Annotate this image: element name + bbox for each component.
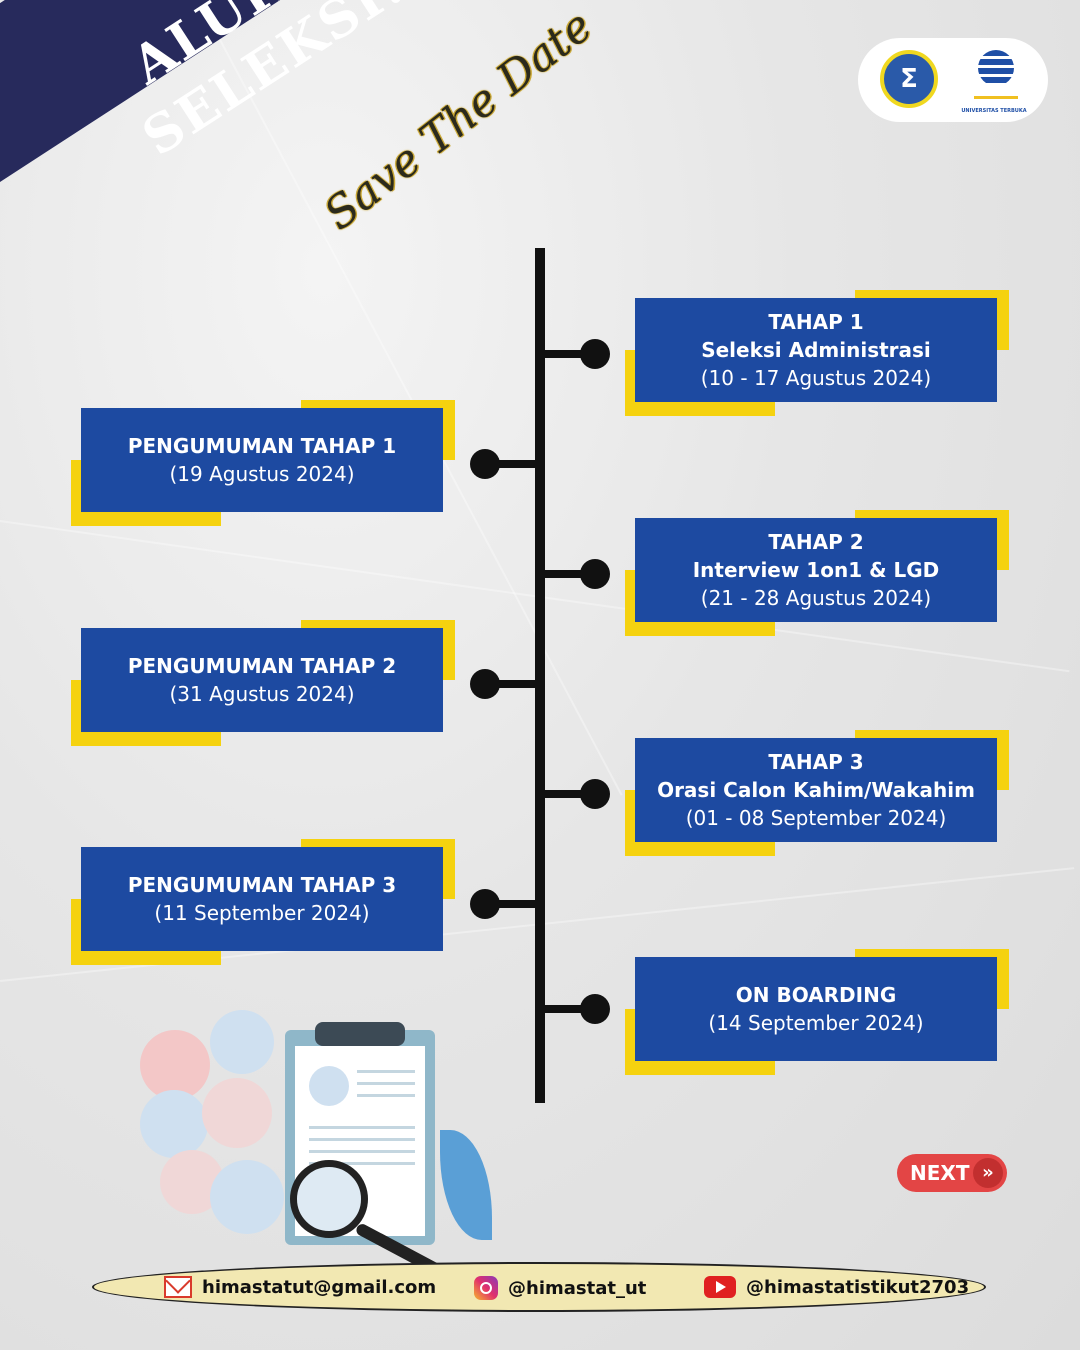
stage-subtitle: Seleksi Administrasi (701, 338, 931, 362)
timeline-node (470, 449, 500, 479)
ut-logo-label: UNIVERSITAS TERBUKA (961, 108, 1027, 114)
save-the-date-script: Save The Date (315, 0, 602, 241)
stage-date: (10 - 17 Agustus 2024) (700, 366, 932, 390)
person-avatar (140, 1030, 210, 1100)
timeline-node (580, 559, 610, 589)
next-button[interactable]: NEXT » (897, 1154, 1007, 1192)
contact-footer: himastatut@gmail.com @himastat_ut @himas… (92, 1262, 986, 1312)
stage-card-on-boarding: ON BOARDING (14 September 2024) (625, 949, 1009, 1075)
person-avatar (210, 1010, 274, 1074)
magnifier-icon (290, 1160, 368, 1238)
person-avatar (210, 1160, 284, 1234)
timeline-branch (540, 790, 595, 798)
email-contact[interactable]: himastatut@gmail.com (164, 1276, 436, 1298)
stage-title: TAHAP 1 (768, 310, 864, 334)
stage-title: TAHAP 3 (768, 750, 864, 774)
stage-title: TAHAP 2 (768, 530, 864, 554)
timeline-node (580, 994, 610, 1024)
stage-card-tahap-3: TAHAP 3 Orasi Calon Kahim/Wakahim (01 - … (625, 730, 1009, 856)
email-text: himastatut@gmail.com (202, 1276, 437, 1298)
youtube-contact[interactable]: @himastatistikut2703 (704, 1276, 969, 1298)
logo-badge: Σ UNIVERSITAS TERBUKA (858, 38, 1048, 122)
timeline-node (470, 889, 500, 919)
next-button-label: NEXT (910, 1161, 970, 1185)
announcement-title: PENGUMUMAN TAHAP 1 (127, 434, 397, 458)
timeline-branch (540, 570, 595, 578)
timeline-node (470, 669, 500, 699)
stage-subtitle: Orasi Calon Kahim/Wakahim (657, 778, 975, 802)
announcement-card-1: PENGUMUMAN TAHAP 1 (19 Agustus 2024) (71, 400, 455, 526)
himastat-logo: Σ (880, 50, 938, 108)
timeline-branch (490, 680, 540, 688)
timeline-branch (490, 460, 540, 468)
announcement-title: PENGUMUMAN TAHAP 3 (127, 873, 397, 897)
announcement-date: (11 September 2024) (154, 901, 370, 925)
announcement-card-3: PENGUMUMAN TAHAP 3 (11 September 2024) (71, 839, 455, 965)
announcement-date: (31 Agustus 2024) (169, 682, 355, 706)
timeline-branch (540, 350, 595, 358)
mail-icon (164, 1276, 192, 1298)
recruitment-illustration (140, 1010, 500, 1285)
announcement-date: (19 Agustus 2024) (169, 462, 355, 486)
person-avatar (140, 1090, 208, 1158)
stage-title: ON BOARDING (735, 983, 897, 1007)
globe-icon (978, 50, 1014, 86)
stage-card-tahap-2: TAHAP 2 Interview 1on1 & LGD (21 - 28 Ag… (625, 510, 1009, 636)
universitas-terbuka-logo: UNIVERSITAS TERBUKA (948, 48, 1040, 114)
timeline-branch (540, 1005, 595, 1013)
announcement-title: PENGUMUMAN TAHAP 2 (127, 654, 397, 678)
instagram-contact[interactable]: @himastat_ut (474, 1276, 646, 1300)
stage-subtitle: Interview 1on1 & LGD (692, 558, 940, 582)
timeline-branch (490, 900, 540, 908)
timeline-spine (535, 248, 545, 1103)
person-avatar (202, 1078, 272, 1148)
stage-date: (21 - 28 Agustus 2024) (700, 586, 932, 610)
instagram-text: @himastat_ut (508, 1277, 647, 1299)
announcement-card-2: PENGUMUMAN TAHAP 2 (31 Agustus 2024) (71, 620, 455, 746)
stage-card-tahap-1: TAHAP 1 Seleksi Administrasi (10 - 17 Ag… (625, 290, 1009, 416)
leaf-decoration (440, 1130, 492, 1240)
stage-date: (14 September 2024) (708, 1011, 924, 1035)
book-icon (974, 86, 1018, 99)
stage-date: (01 - 08 September 2024) (685, 806, 947, 830)
youtube-icon (704, 1276, 736, 1298)
timeline-node (580, 779, 610, 809)
double-chevron-right-icon: » (973, 1158, 1003, 1188)
timeline-node (580, 339, 610, 369)
instagram-icon (474, 1276, 498, 1300)
youtube-text: @himastatistikut2703 (746, 1276, 970, 1298)
